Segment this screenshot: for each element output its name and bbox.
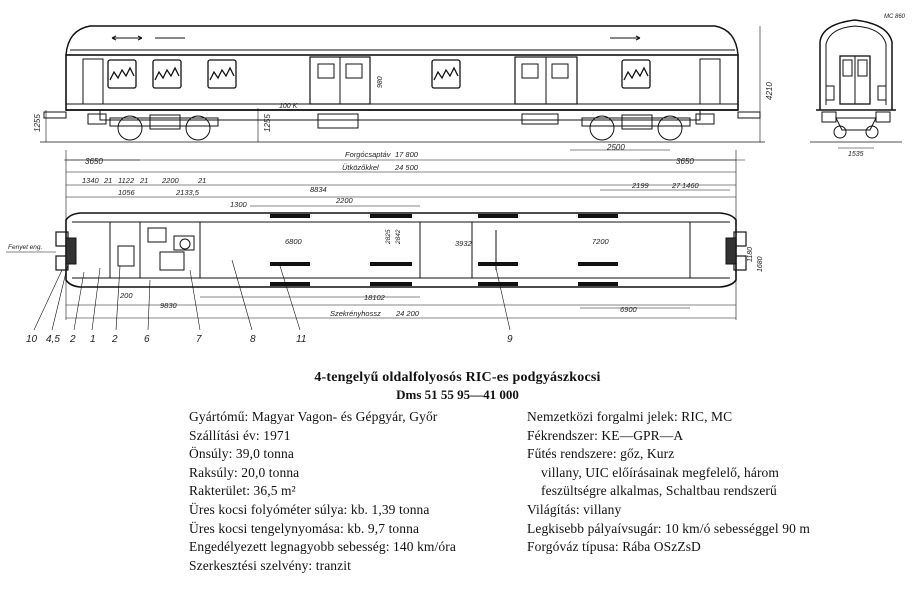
- dim-3650-right: 3650: [676, 157, 694, 166]
- dim-2825: 2825: [385, 229, 392, 245]
- spec-lighting: Világítás: villany: [527, 501, 622, 517]
- spec-min-curve-radius: Legkisebb pályaívsugár: 10 km/ó sebesség…: [527, 520, 810, 536]
- dim-1535: 1535: [848, 151, 864, 158]
- dim-2200-a: 2200: [161, 176, 180, 185]
- technical-drawing: 1255 1255 4210 980 100 K 2500 3650 3650 …: [6, 14, 906, 345]
- dim-6800: 6800: [285, 237, 303, 246]
- plan-view: [6, 150, 747, 331]
- spec-bogie-type: Forgóváz típusa: Rába OSzZsD: [527, 539, 701, 555]
- dim-2500: 2500: [606, 143, 625, 152]
- dim-21-b: 21: [139, 176, 148, 185]
- spec-load-capacity: Raksúly: 20,0 tonna: [189, 464, 300, 480]
- callout-6: 6: [144, 334, 150, 345]
- callout-7: 7: [196, 334, 202, 345]
- dim-980: 980: [377, 76, 384, 88]
- dim-200: 200: [119, 291, 133, 300]
- dim-21-a: 21: [103, 176, 112, 185]
- caption-title: 4-tengelyű oldalfolyosós RIC-es podgyász…: [314, 370, 601, 385]
- bogie-right: [581, 113, 715, 141]
- dim-1680: 1680: [757, 256, 764, 272]
- dim-1122: 1122: [118, 176, 135, 185]
- spec-heating-cont-2: feszültségre alkalmas, Schaltbau rendsze…: [541, 483, 777, 499]
- dim-1460: 1460: [682, 181, 700, 190]
- spec-traffic-marks: Nemzetközi forgalmi jelek: RIC, MC: [527, 409, 733, 424]
- spec-heating-cont-1: villany, UIC előírásainak megfelelő, hár…: [541, 464, 779, 480]
- dim-3650-left: 3650: [85, 157, 103, 166]
- dim-1056: 1056: [118, 188, 136, 197]
- side-elevation: [40, 25, 765, 161]
- dim-18102: 18102: [364, 293, 386, 302]
- spec-weight-per-meter: Üres kocsi folyóméter súlya: kb. 1,39 to…: [189, 501, 430, 517]
- spec-load-area: Rakterület: 36,5 m²: [189, 483, 296, 499]
- callout-2-a: 2: [69, 334, 76, 345]
- dim-21-c: 21: [197, 176, 206, 185]
- end-view: [810, 19, 902, 149]
- dim-1180: 1180: [747, 247, 754, 262]
- callout-8: 8: [250, 334, 256, 345]
- dim-side-left: 1255: [33, 114, 42, 132]
- label-100k: 100 K: [279, 103, 298, 110]
- specs-right-column: Nemzetközi forgalmi jelek: RIC, MC Fékre…: [527, 408, 897, 557]
- dim-27: 27: [671, 181, 681, 190]
- label-fenyet: Fenyet eng.: [8, 244, 43, 251]
- caption: 4-tengelyű oldalfolyosós RIC-es podgyász…: [0, 370, 915, 403]
- callout-1: 1: [90, 334, 96, 345]
- specs-left-column: Gyártómű: Magyar Vagon- és Gépgyár, Győr…: [189, 408, 519, 575]
- spec-manufacturer: Gyártómű: Magyar Vagon- és Gépgyár, Győr: [189, 409, 438, 424]
- spec-delivery-year: Szállítási év: 1971: [189, 427, 291, 443]
- callout-11: 11: [296, 334, 306, 345]
- spec-tare-weight: Önsúly: 39,0 tonna: [189, 446, 294, 462]
- label-szekrenyhossz: Szekrényhossz: [330, 309, 381, 318]
- bogie-left: [87, 113, 219, 141]
- side-windows: [107, 59, 651, 89]
- dim-2842: 2842: [395, 229, 402, 245]
- dim-9830: 9830: [160, 301, 178, 310]
- callout-2-b: 2: [111, 334, 118, 345]
- callout-10: 10: [26, 334, 38, 345]
- dim-7200: 7200: [592, 237, 610, 246]
- callout-9: 9: [507, 334, 513, 345]
- dim-24500: 24 500: [394, 163, 419, 172]
- label-forgocsaptav: Forgócsaptáv: [345, 150, 392, 159]
- caption-number: Dms 51 55 95—41 000: [396, 387, 519, 402]
- callout-4-5: 4,5: [46, 334, 60, 345]
- dim-2133-5: 2133,5: [175, 188, 200, 197]
- spec-heating: Fűtés rendszere: gőz, Kurz: [527, 446, 675, 462]
- dim-4210: 4210: [765, 82, 774, 100]
- spec-gauge-profile: Szerkesztési szelvény: tranzit: [189, 557, 351, 573]
- dim-1300: 1300: [230, 200, 248, 209]
- dim-3932: 3932: [455, 239, 473, 248]
- dim-6900: 6900: [620, 305, 638, 314]
- dim-8834: 8834: [310, 185, 327, 194]
- dim-1255: 1255: [263, 114, 272, 132]
- label-utkozokkel: Ütközőkkel: [342, 163, 379, 172]
- dim-17800: 17 800: [395, 150, 419, 159]
- spec-brake-system: Fékrendszer: KE—GPR—A: [527, 427, 684, 443]
- dim-2199: 2199: [631, 181, 650, 190]
- dim-2200-b: 2200: [335, 196, 354, 205]
- spec-axle-load: Üres kocsi tengelynyomása: kb. 9,7 tonna: [189, 520, 420, 536]
- dim-24200: 24 200: [395, 309, 420, 318]
- label-mc-860: MC 860: [884, 14, 906, 20]
- dim-1340: 1340: [82, 176, 100, 185]
- spec-max-speed: Engedélyezett legnagyobb sebesség: 140 k…: [189, 539, 456, 555]
